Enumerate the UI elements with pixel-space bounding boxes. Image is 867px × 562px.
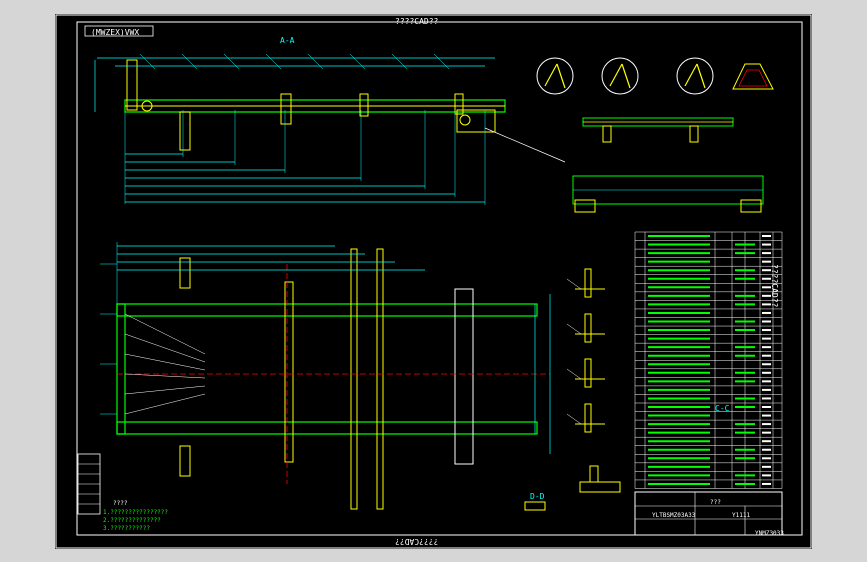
top-left-box: [84, 25, 154, 37]
leader-line: [566, 278, 582, 290]
plan-bracket: [179, 445, 191, 477]
plan-end-frame: [454, 288, 474, 465]
title-block: [634, 491, 783, 536]
section-detail: [584, 358, 592, 388]
plan-beam-bottom: [116, 421, 538, 435]
leader-line: [349, 53, 366, 70]
detail-line: [621, 63, 631, 89]
detail-line: [556, 63, 566, 89]
section-detail: [584, 268, 592, 298]
plan-brace: [124, 385, 206, 395]
tech-requirement-line: 2.??????????????: [103, 517, 161, 524]
leader-line: [484, 127, 566, 163]
detail-line: [684, 63, 698, 87]
side-title: ????CAD??: [770, 264, 779, 308]
leader-line: [391, 53, 408, 70]
plan-beam-left: [116, 303, 126, 435]
title-block-drawing-no: YLTBSMZ03A33: [652, 512, 696, 519]
bracket: [280, 93, 292, 125]
plan-beam-top: [116, 303, 538, 317]
detail-circle: [676, 57, 714, 95]
section-d-stem: [589, 465, 599, 483]
section-detail: [584, 403, 592, 433]
pin-circle: [459, 114, 471, 126]
title-block-scale: Y1111: [732, 512, 751, 519]
leader-line: [566, 368, 582, 380]
bracket: [454, 93, 464, 115]
leader-line: [223, 53, 240, 70]
rail-section: [732, 63, 774, 90]
plan-rail: [376, 248, 384, 510]
rail-section-hatch: [738, 69, 768, 87]
hanger: [179, 111, 191, 151]
detail-line: [544, 63, 558, 87]
header-title: ????CAD??: [395, 17, 439, 26]
end-post-left: [126, 59, 138, 111]
plan-bracket: [179, 257, 191, 289]
inner-frame: [76, 21, 803, 536]
detail-line: [609, 63, 623, 87]
section-d-plate: [579, 481, 621, 493]
frame-leg: [689, 125, 699, 143]
frame-foot: [574, 199, 596, 213]
end-plate-right: [456, 109, 496, 133]
pin-circle: [141, 100, 153, 112]
plan-brace: [124, 393, 206, 415]
leader-line: [307, 53, 324, 70]
title-block-name: ???: [710, 499, 721, 506]
plan-cross-member: [284, 281, 294, 463]
leader-line: [566, 413, 582, 425]
plan-brace: [124, 333, 206, 363]
tech-requirement-line: 1.????????????????: [103, 509, 169, 516]
top-left-box-label: (MWZEX)VWX: [91, 28, 140, 37]
section-label-a: A-A: [280, 36, 295, 45]
section-detail: [584, 313, 592, 343]
leader-line: [265, 53, 282, 70]
drawing-svg: [55, 14, 812, 549]
tech-requirement-line: 3.???????????: [103, 525, 150, 532]
plan-brace: [124, 353, 206, 371]
title-block-code: YNMZ3033: [755, 530, 784, 537]
leader-line: [139, 53, 156, 70]
detail-line: [696, 63, 706, 89]
drawing-sheet: ????CAD?? ????CAD?? ????CAD?? (MWZEX)VWX…: [55, 14, 812, 549]
outer-frame: [55, 14, 812, 549]
leader-line: [566, 323, 582, 335]
detail-circle: [536, 57, 574, 95]
section-label-d: D-D: [530, 492, 545, 501]
leader-line: [433, 53, 450, 70]
footer-title: ????CAD??: [395, 537, 439, 546]
bracket: [359, 93, 369, 117]
frame-leg: [602, 125, 612, 143]
plan-rail: [350, 248, 358, 510]
frame-foot: [740, 199, 762, 213]
section-e-plate: [524, 501, 546, 511]
section-label-c: C-C: [715, 404, 730, 413]
plan-brace: [124, 313, 206, 355]
leader-line: [181, 53, 198, 70]
detail-circle: [601, 57, 639, 95]
tech-requirements-title: ????: [113, 500, 128, 507]
plan-brace: [124, 373, 206, 379]
